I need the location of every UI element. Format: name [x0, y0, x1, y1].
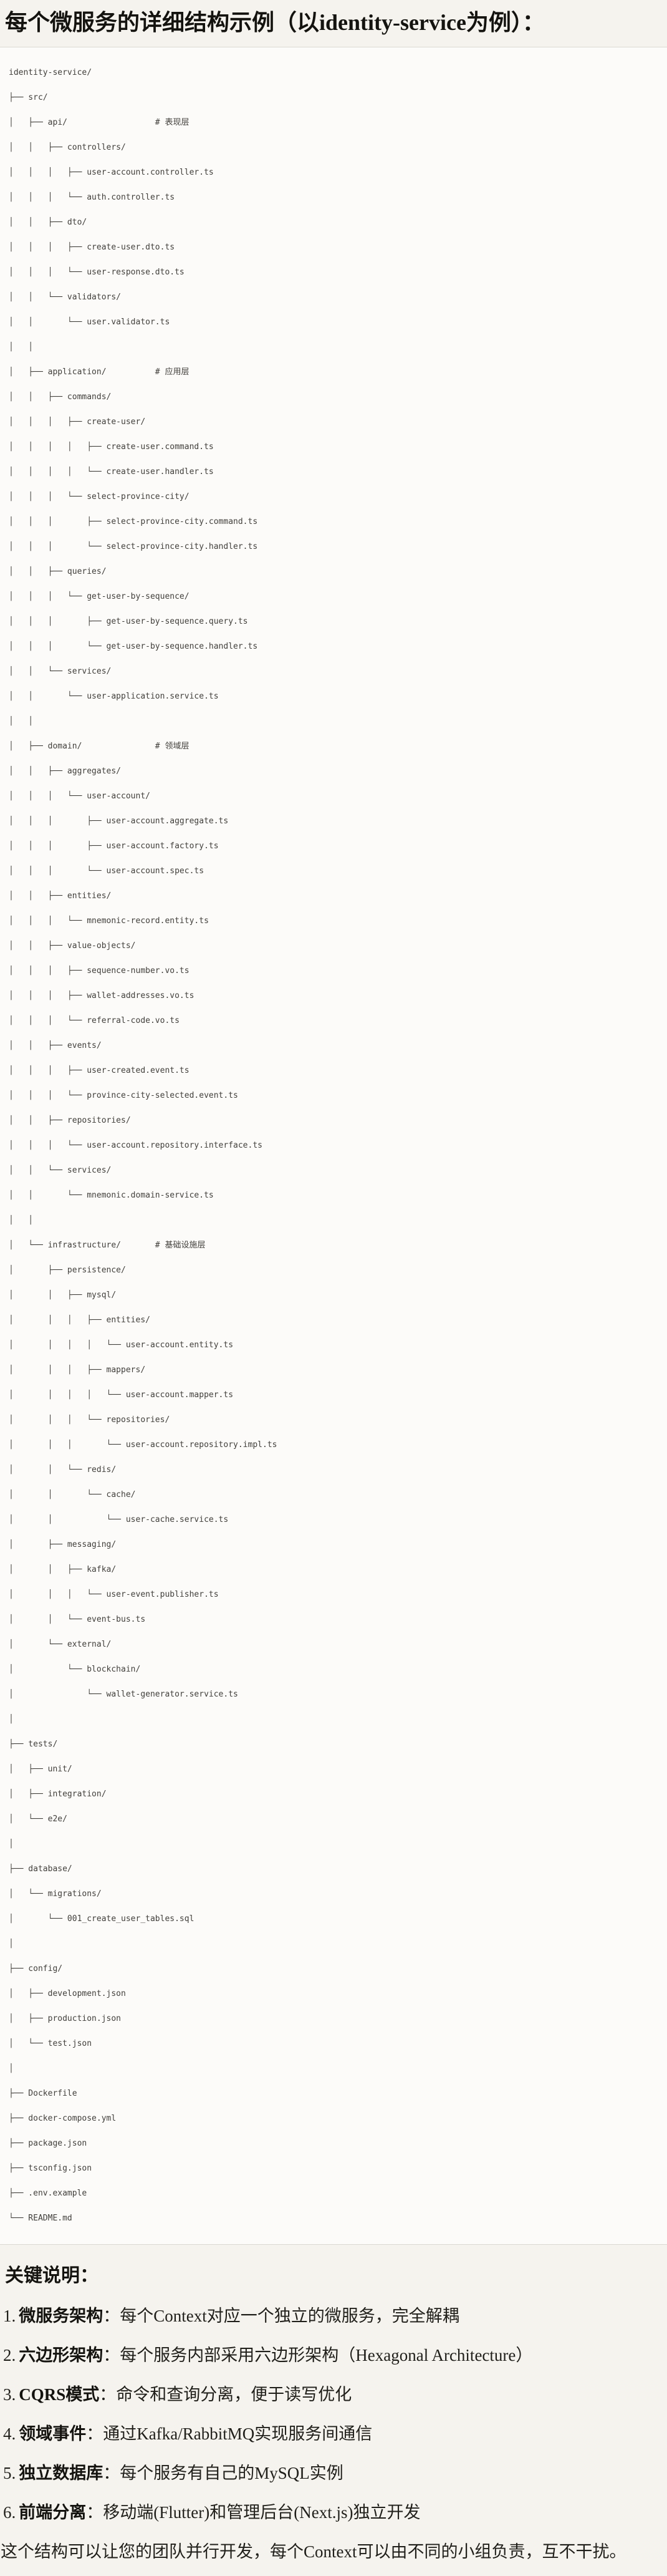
note-item: 2.六边形架构：每个服务内部采用六边形架构（Hexagonal Architec…	[3, 2344, 667, 2366]
code-block: identity-service/ ├── src/ │ ├── api/ # …	[0, 47, 667, 2245]
note-term: 前端分离	[19, 2503, 87, 2522]
note-number: 2.	[3, 2346, 16, 2365]
note-text: ：每个服务有自己的MySQL实例	[103, 2464, 343, 2482]
note-term: 微服务架构	[19, 2307, 103, 2325]
note-text: ：命令和查询分离，便于读写优化	[99, 2385, 352, 2404]
document: 每个微服务的详细结构示例（以identity-service为例）： ident…	[0, 8, 667, 2563]
note-text: ：每个Context对应一个独立的微服务，完全解耦	[103, 2307, 459, 2325]
note-term: 六边形架构	[19, 2346, 103, 2365]
note-text: ：移动端(Flutter)和管理后台(Next.js)独立开发	[86, 2503, 421, 2522]
notes-list: 1.微服务架构：每个Context对应一个独立的微服务，完全解耦 2.六边形架构…	[3, 2305, 667, 2524]
note-number: 5.	[3, 2464, 16, 2482]
note-number: 3.	[3, 2385, 16, 2404]
note-text: ：通过Kafka/RabbitMQ实现服务间通信	[86, 2424, 373, 2443]
note-item: 4.领域事件：通过Kafka/RabbitMQ实现服务间通信	[3, 2423, 667, 2445]
note-number: 6.	[3, 2503, 16, 2522]
page-title: 每个微服务的详细结构示例（以identity-service为例）：	[5, 10, 545, 35]
note-term: 领域事件	[19, 2424, 87, 2443]
note-number: 4.	[3, 2424, 16, 2443]
closing-paragraph: 这个结构可以让您的团队并行开发，每个Context可以由不同的小组负责，互不干扰…	[1, 2542, 626, 2561]
note-text: ：每个服务内部采用六边形架构（Hexagonal Architecture）	[103, 2346, 533, 2365]
note-item: 5.独立数据库：每个服务有自己的MySQL实例	[3, 2462, 667, 2484]
note-number: 1.	[3, 2307, 16, 2325]
note-item: 1.微服务架构：每个Context对应一个独立的微服务，完全解耦	[3, 2305, 667, 2327]
notes-heading: 关键说明：	[5, 2265, 98, 2286]
note-item: 3.CQRS模式：命令和查询分离，便于读写优化	[3, 2383, 667, 2406]
note-item: 6.前端分离：移动端(Flutter)和管理后台(Next.js)独立开发	[3, 2501, 667, 2524]
note-term: 独立数据库	[19, 2464, 103, 2482]
note-term: CQRS模式	[19, 2385, 100, 2404]
directory-tree: identity-service/ ├── src/ │ ├── api/ # …	[9, 68, 277, 2223]
